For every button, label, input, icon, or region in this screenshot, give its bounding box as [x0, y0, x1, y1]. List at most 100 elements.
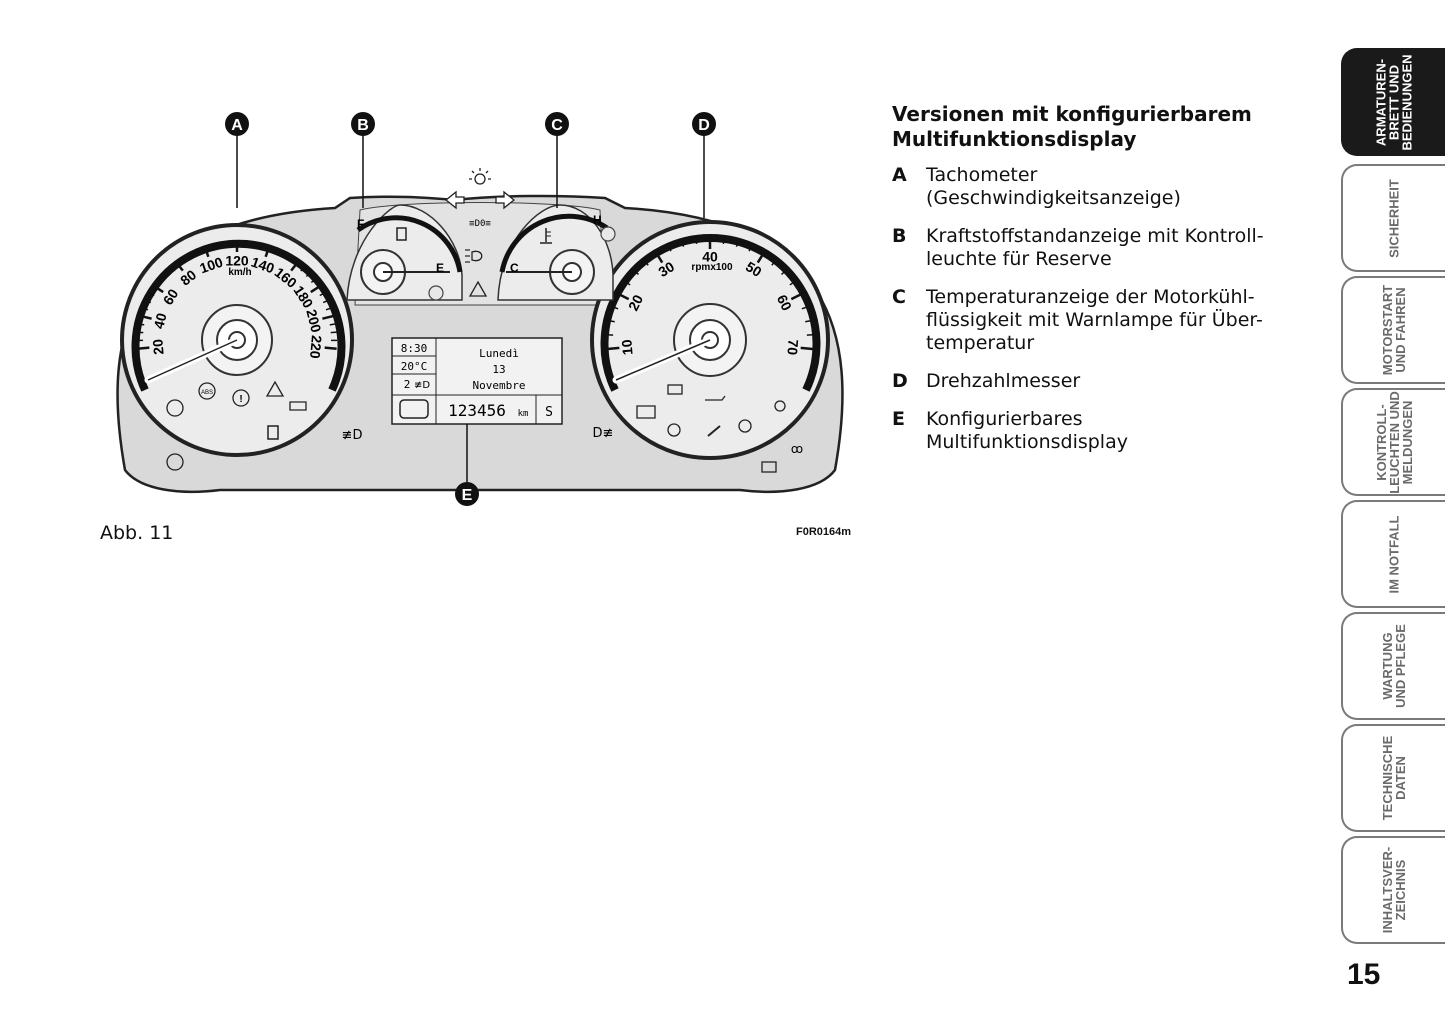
display-time: 8:30 — [401, 342, 428, 355]
gauge-tick — [281, 251, 286, 258]
light-icon — [469, 168, 491, 185]
page-number: 15 — [1347, 958, 1381, 991]
gauge-tick — [162, 271, 169, 278]
fuel-gauge: F E — [346, 204, 463, 301]
svg-text:E: E — [462, 487, 473, 504]
gauge-tick-label: 220 — [307, 335, 325, 360]
gauge-tick — [633, 269, 639, 276]
service-icon — [166, 453, 184, 471]
gauge-tick — [188, 251, 193, 258]
gauge-tick — [781, 269, 787, 276]
tire-pressure-icon — [166, 399, 184, 417]
tab-label: IM NOTFALL — [1386, 515, 1402, 593]
gauge-tick — [324, 346, 337, 350]
gauge-tick — [264, 245, 271, 258]
door-icon — [399, 399, 429, 419]
fog-light-icon: ≢D — [342, 428, 363, 443]
gauge-tick — [142, 307, 149, 311]
display-date: 13 — [492, 363, 505, 376]
gauge-tick — [681, 240, 685, 247]
gauge-tick — [168, 266, 174, 272]
engine-icon — [636, 405, 656, 419]
tab-kontrollleuchten[interactable]: KONTROLL- LEUCHTEN UND MELDUNGEN — [1341, 388, 1445, 496]
headlight-level-icon: ≢D — [414, 380, 430, 391]
legend-key: D — [892, 370, 908, 392]
display-mode: S — [545, 405, 553, 420]
turn-right-icon — [495, 190, 516, 210]
legend-text: Tachometer (Geschwindigkeitsanzeige) — [926, 164, 1181, 209]
gauge-tick-label: 20 — [625, 292, 646, 313]
gauge-tick — [148, 292, 155, 297]
gauge-tick-label: 60 — [160, 286, 182, 308]
temp-cold-label: C — [510, 261, 519, 275]
legend-text: Konfigurierbares Multifunktionsdisplay — [926, 408, 1128, 453]
svg-text:A: A — [231, 117, 243, 134]
callout-e: E — [455, 482, 479, 506]
tab-label: INHALTSVER- ZEICHNIS — [1380, 846, 1408, 934]
gauge-tick — [300, 266, 306, 272]
gauge-tick — [800, 346, 813, 351]
temp-gauge: C H — [497, 204, 616, 301]
legend-title-line2: Multifunktionsdisplay — [892, 127, 1137, 151]
tab-inhaltsverzeichnis[interactable]: INHALTSVER- ZEICHNIS — [1341, 836, 1445, 944]
gauge-tick — [144, 299, 152, 304]
gauge-tick — [139, 314, 152, 320]
fuel-pump-icon — [396, 227, 407, 241]
display-day: Lunedì — [479, 347, 519, 360]
gauge-tick-label: 200 — [303, 308, 324, 335]
gauge-tick — [695, 237, 698, 245]
door-open-icon — [761, 461, 777, 473]
gauge-tick — [801, 306, 808, 310]
gauge-tick-label: 100 — [198, 254, 225, 277]
tab-label: ARMATUREN- BRETT UND BEDIENUNGEN — [1373, 53, 1415, 151]
gauge-tick-label: 40 — [702, 249, 718, 265]
legend-title-line1: Versionen mit konfigurierbarem — [892, 102, 1252, 126]
tab-label: WARTUNG UND PFLEGE — [1380, 624, 1408, 708]
gauge-tick-label: 30 — [655, 258, 677, 280]
legend-title: Versionen mit konfigurierbarem Multifunk… — [892, 102, 1277, 152]
parking-light-icon: ≡D0≡ — [469, 219, 491, 229]
tab-im-notfall[interactable]: IM NOTFALL — [1341, 500, 1445, 608]
gauge-tick-label: 120 — [225, 253, 249, 269]
speed-unit: km/h — [228, 267, 251, 278]
display-odometer-unit: km — [518, 409, 529, 419]
high-beam-icon — [465, 249, 483, 263]
esp-icon — [265, 380, 285, 397]
legend: Versionen mit konfigurierbarem Multifunk… — [892, 102, 1277, 469]
gauge-tick — [310, 278, 317, 284]
gauge-tick — [251, 241, 255, 248]
gauge-tick — [771, 260, 777, 266]
gauge-tick — [608, 319, 615, 323]
legend-text: Temperaturanzeige der Motorkühl-flüssigk… — [926, 286, 1263, 354]
gauge-tick — [654, 251, 664, 264]
multifunction-display: 8:30 20°C 2 ≢D Lunedì 13 Novembre 123456… — [391, 337, 563, 425]
tab-technische-daten[interactable]: TECHNISCHE DATEN — [1341, 724, 1445, 832]
tab-sicherheit[interactable]: SICHERHEIT — [1341, 164, 1445, 272]
battery-icon — [667, 384, 683, 395]
gauge-tick — [624, 280, 631, 286]
tab-armaturenbrett[interactable]: ARMATUREN- BRETT UND BEDIENUNGEN — [1341, 48, 1445, 156]
gauge-tick — [617, 292, 630, 301]
gauge-tick — [287, 255, 293, 262]
gauge-tick — [138, 323, 145, 326]
svg-text:B: B — [357, 117, 369, 134]
gauge-tick — [259, 242, 263, 250]
gauge-tick — [735, 240, 739, 247]
callout-b: B — [351, 112, 375, 136]
tab-motorstart[interactable]: MOTORSTART UND FAHREN — [1341, 276, 1445, 384]
abs-icon — [198, 382, 216, 400]
oil-icon — [705, 395, 726, 401]
gauge-tick-label: 20 — [149, 338, 166, 355]
gauge-tick — [790, 292, 803, 301]
gauge-tick — [756, 251, 766, 264]
tab-wartung[interactable]: WARTUNG UND PFLEGE — [1341, 612, 1445, 720]
gauge-tick — [203, 245, 210, 258]
gauge-tick-label: 70 — [784, 339, 801, 356]
gauge-tick-label: 60 — [774, 292, 795, 313]
coolant-temp-icon — [540, 228, 552, 244]
gauge-tick — [329, 323, 336, 326]
seat-icon — [707, 425, 721, 437]
